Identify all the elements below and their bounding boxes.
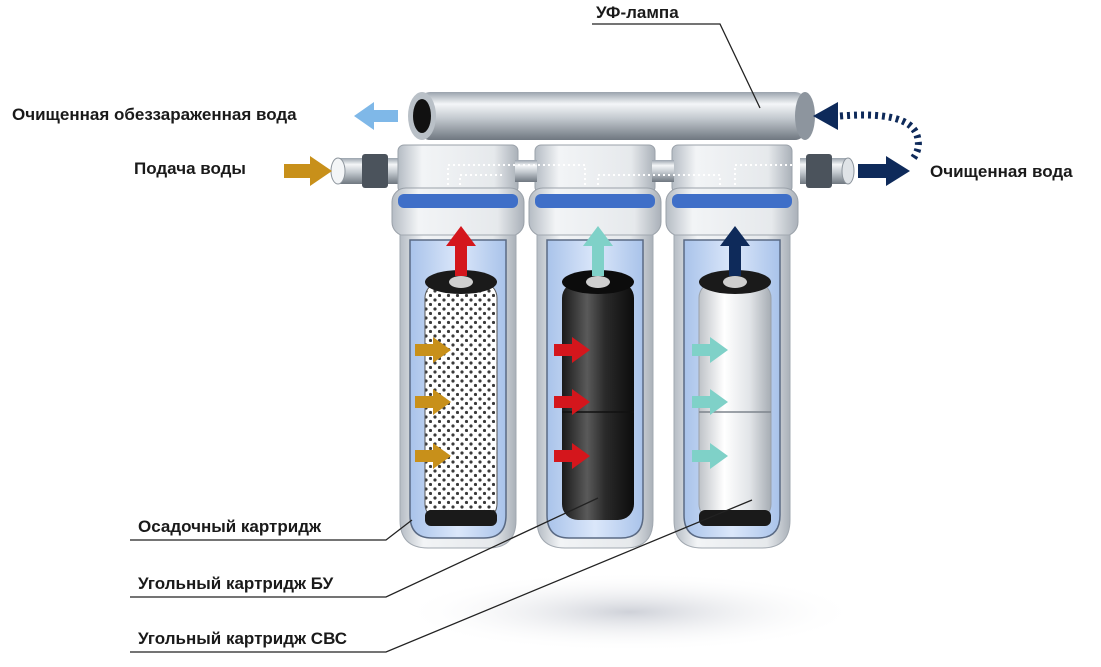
flow-arrow-icon <box>415 389 451 415</box>
carbon-cartridge-bu-label: Угольный картридж БУ <box>138 574 334 593</box>
arrow-up-icon <box>583 226 613 276</box>
sediment-cartridge-label: Осадочный картридж <box>138 517 322 536</box>
purified-disinfected-water-label: Очищенная обеззараженная вода <box>12 105 297 124</box>
flow-arrow-icon <box>554 443 590 469</box>
arrow-right-icon <box>284 156 332 186</box>
leader-lines <box>130 23 761 653</box>
flow-arrows <box>415 337 728 469</box>
flow-arrow-icon <box>554 337 590 363</box>
arrow-up-icon <box>720 226 750 276</box>
purified-water-label: Очищенная вода <box>930 162 1073 181</box>
uv-lamp <box>408 92 815 140</box>
arrow-right-icon <box>858 156 910 186</box>
water-supply-label: Подача воды <box>134 159 246 178</box>
filter-housing-2 <box>528 187 662 549</box>
flow-arrow-icon <box>554 389 590 415</box>
flow-arrow-icon <box>415 443 451 469</box>
dashed-curved-arrow-icon <box>813 102 922 163</box>
flow-arrow-icon <box>692 337 728 363</box>
arrow-left-icon <box>354 102 398 130</box>
floor-shadow <box>400 572 860 652</box>
uv-lamp-label: УФ-лампа <box>596 3 679 22</box>
flow-arrow-icon <box>692 443 728 469</box>
arrow-up-icon <box>446 226 476 276</box>
filter-housing-3 <box>665 187 799 549</box>
flow-arrow-icon <box>415 337 451 363</box>
flow-arrow-icon <box>692 389 728 415</box>
carbon-cartridge-svs-label: Угольный картридж СВС <box>138 629 347 648</box>
